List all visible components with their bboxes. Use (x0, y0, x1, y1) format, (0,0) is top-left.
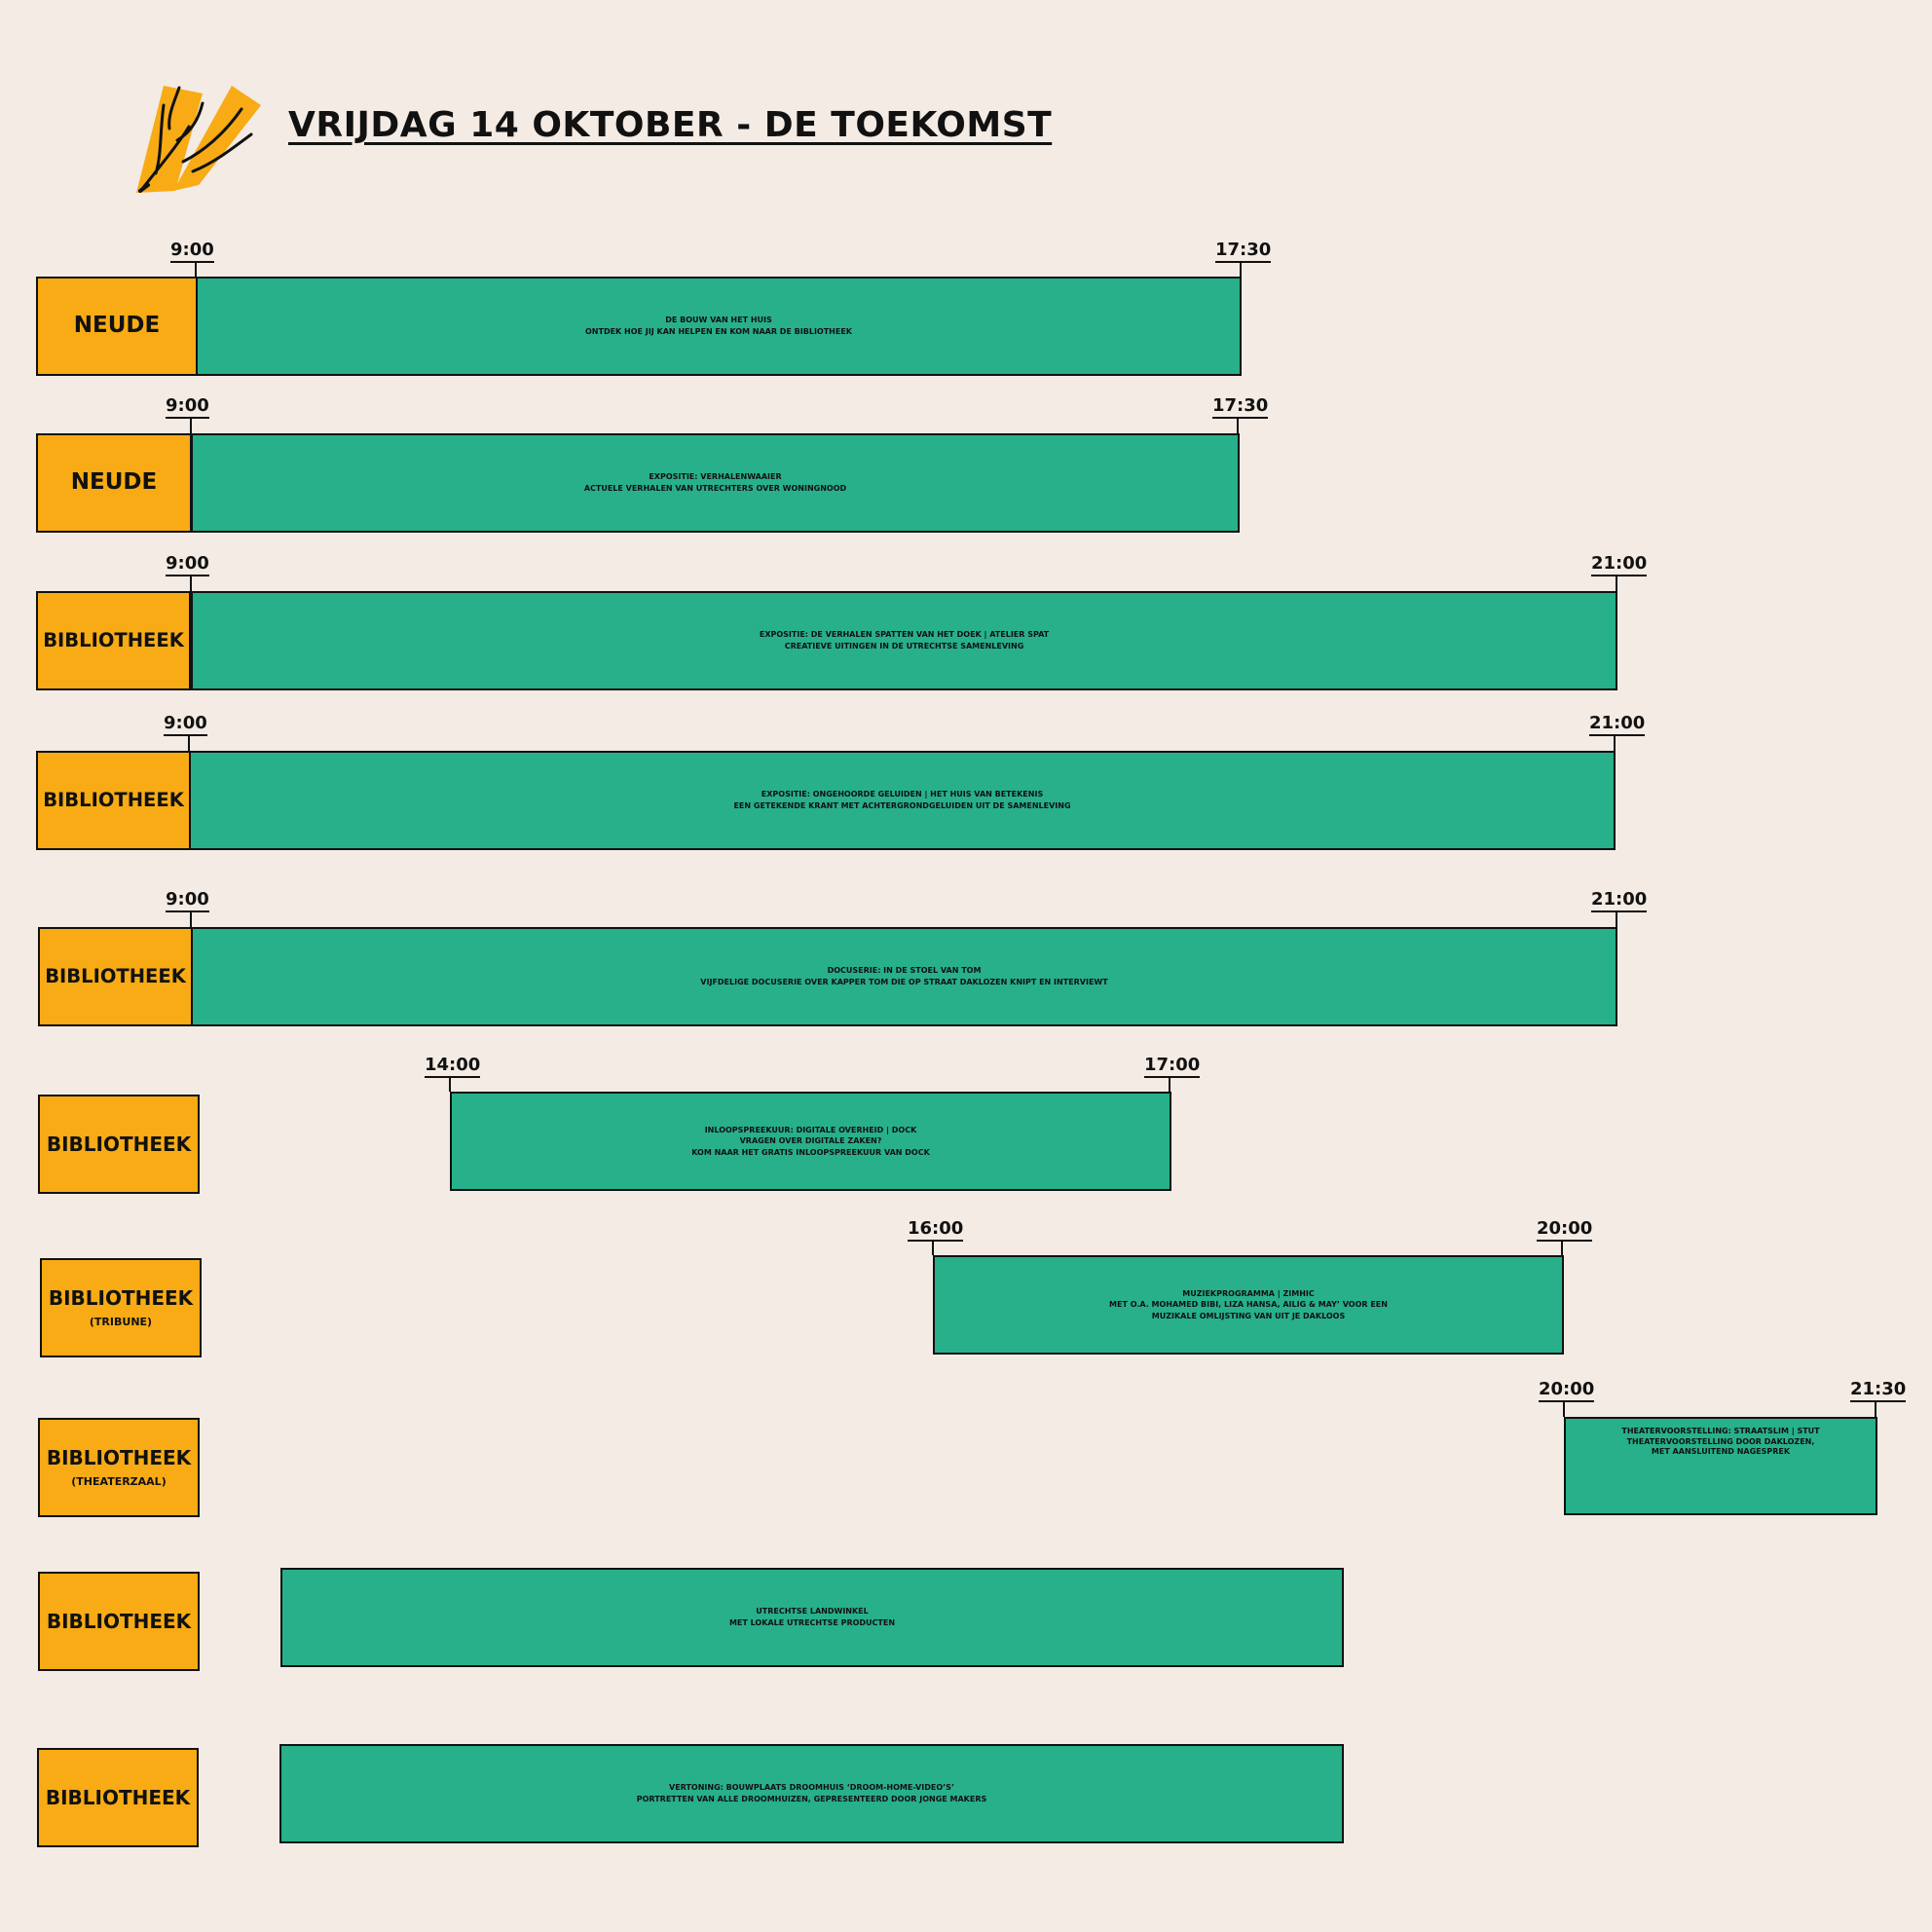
time-tick (1616, 576, 1617, 591)
start-time-label: 16:00 (908, 1218, 964, 1242)
time-tick (932, 1242, 934, 1255)
time-tick (1169, 1078, 1170, 1092)
location-box: BIBLIOTHEEK (37, 1748, 199, 1847)
location-name: BIBLIOTHEEK (46, 1445, 192, 1469)
location-name: BIBLIOTHEEK (43, 789, 184, 812)
time-tick (188, 736, 190, 751)
event-box[interactable]: EXPOSITIE: ONGEHOORDE GELUIDEN | HET HUI… (189, 751, 1616, 850)
event-subtitle-line2: KOM NAAR HET GRATIS INLOOPSPREEKUUR VAN … (691, 1147, 930, 1157)
start-time-label: 9:00 (166, 395, 209, 419)
location-box: NEUDE (36, 277, 198, 376)
location-name: BIBLIOTHEEK (45, 1786, 191, 1809)
location-box: NEUDE (36, 433, 192, 533)
location-box: BIBLIOTHEEK (38, 1095, 200, 1194)
start-time-label: 14:00 (425, 1055, 481, 1078)
event-subtitle: PORTRETTEN VAN ALLE DROOMHUIZEN, GEPRESE… (636, 1795, 987, 1803)
time-tick (190, 419, 192, 433)
hands-icon (134, 76, 290, 198)
time-tick (1875, 1402, 1876, 1417)
time-tick (449, 1078, 451, 1092)
event-title: EXPOSITIE: VERHALENWAAIER (649, 472, 782, 482)
location-box: BIBLIOTHEEK (THEATERZAAL) (38, 1418, 200, 1517)
event-title: VERTONING: BOUWPLAATS DROOMHUIS ‘DROOM-H… (669, 1783, 954, 1793)
event-box[interactable]: EXPOSITIE: DE VERHALEN SPATTEN VAN HET D… (191, 591, 1617, 690)
event-subtitle: MET O.A. MOHAMED BIBI, LIZA HANSA, AILIG… (1109, 1300, 1388, 1310)
end-time-label: 21:00 (1591, 889, 1648, 912)
location-name: BIBLIOTHEEK (46, 1133, 192, 1156)
location-box: BIBLIOTHEEK (TRIBUNE) (40, 1258, 202, 1357)
time-tick (1561, 1242, 1563, 1255)
event-box[interactable]: INLOOPSPREEKUUR: DIGITALE OVERHEID | DOC… (450, 1092, 1171, 1191)
start-time-label: 9:00 (166, 553, 209, 576)
event-title: DOCUSERIE: IN DE STOEL VAN TOM (827, 966, 982, 976)
page-title: VRIJDAG 14 OKTOBER - DE TOEKOMST (288, 105, 1053, 145)
start-time-label: 9:00 (170, 240, 214, 263)
time-tick (1563, 1402, 1565, 1417)
end-time-label: 17:30 (1212, 395, 1269, 419)
event-title: DE BOUW VAN HET HUIS (665, 316, 772, 325)
time-tick (1237, 419, 1239, 433)
event-title: EXPOSITIE: DE VERHALEN SPATTEN VAN HET D… (759, 630, 1050, 640)
event-subtitle: VIJFDELIGE DOCUSERIE OVER KAPPER TOM DIE… (700, 978, 1108, 986)
event-title: UTRECHTSE LANDWINKEL (756, 1607, 869, 1616)
event-title: EXPOSITIE: ONGEHOORDE GELUIDEN | HET HUI… (761, 790, 1044, 799)
event-title: MUZIEKPROGRAMMA | ZIMHIC (1182, 1288, 1315, 1298)
end-time-label: 21:30 (1850, 1379, 1907, 1402)
event-subtitle: VRAGEN OVER DIGITALE ZAKEN? (739, 1136, 882, 1146)
event-subtitle: MET LOKALE UTRECHTSE PRODUCTEN (728, 1618, 896, 1627)
event-subtitle-line2: MET AANSLUITEND NAGESPREK (1651, 1447, 1791, 1457)
location-box: BIBLIOTHEEK (38, 927, 193, 1026)
time-tick (1616, 912, 1617, 927)
event-box[interactable]: VERTONING: BOUWPLAATS DROOMHUIS ‘DROOM-H… (279, 1744, 1344, 1843)
start-time-label: 9:00 (164, 713, 207, 736)
time-tick (195, 263, 197, 277)
location-subname: (TRIBUNE) (89, 1315, 153, 1328)
event-subtitle: ONTDEK HOE JIJ KAN HELPEN EN KOM NAAR DE… (584, 327, 852, 336)
location-name: BIBLIOTHEEK (45, 965, 186, 988)
location-name: BIBLIOTHEEK (43, 629, 184, 652)
location-box: BIBLIOTHEEK (38, 1572, 200, 1671)
event-title: INLOOPSPREEKUUR: DIGITALE OVERHEID | DOC… (704, 1125, 917, 1134)
time-tick (190, 912, 192, 927)
end-time-label: 21:00 (1589, 713, 1646, 736)
location-name: BIBLIOTHEEK (46, 1610, 192, 1633)
end-time-label: 17:00 (1144, 1055, 1201, 1078)
event-box[interactable]: EXPOSITIE: VERHALENWAAIER ACTUELE VERHALE… (191, 433, 1240, 533)
event-title: THEATERVOORSTELLING: STRAATSLIM | STUT (1621, 1427, 1820, 1435)
location-name: NEUDE (70, 469, 158, 496)
event-box[interactable]: MUZIEKPROGRAMMA | ZIMHIC MET O.A. MOHAMED… (933, 1255, 1564, 1355)
time-tick (1240, 263, 1242, 277)
event-box[interactable]: UTRECHTSE LANDWINKEL MET LOKALE UTRECHTSE… (280, 1568, 1344, 1667)
location-box: BIBLIOTHEEK (36, 751, 191, 850)
event-subtitle: THEATERVOORSTELLING DOOR DAKLOZEN, (1626, 1436, 1815, 1446)
event-subtitle-line2: MUZIKALE OMLIJSTING VAN UIT JE DAKLOOS (1151, 1311, 1346, 1320)
location-subname: (THEATERZAAL) (71, 1474, 167, 1488)
event-subtitle: EEN GETEKENDE KRANT MET ACHTERGRONDGELUI… (733, 801, 1071, 810)
time-tick (190, 576, 192, 591)
location-name: BIBLIOTHEEK (48, 1285, 194, 1310)
event-box[interactable]: DOCUSERIE: IN DE STOEL VAN TOM VIJFDELIGE… (191, 927, 1617, 1026)
event-box[interactable]: DE BOUW VAN HET HUIS ONTDEK HOE JIJ KAN H… (196, 277, 1242, 376)
start-time-label: 9:00 (166, 889, 209, 912)
end-time-label: 20:00 (1537, 1218, 1593, 1242)
start-time-label: 20:00 (1539, 1379, 1595, 1402)
location-name: NEUDE (73, 313, 161, 339)
end-time-label: 21:00 (1591, 553, 1648, 576)
location-box: BIBLIOTHEEK (36, 591, 191, 690)
time-tick (1614, 736, 1616, 751)
event-subtitle: ACTUELE VERHALEN VAN UTRECHTERS OVER WON… (583, 484, 847, 493)
event-subtitle: CREATIEVE UITINGEN IN DE UTRECHTSE SAMEN… (784, 642, 1024, 650)
end-time-label: 17:30 (1215, 240, 1272, 263)
